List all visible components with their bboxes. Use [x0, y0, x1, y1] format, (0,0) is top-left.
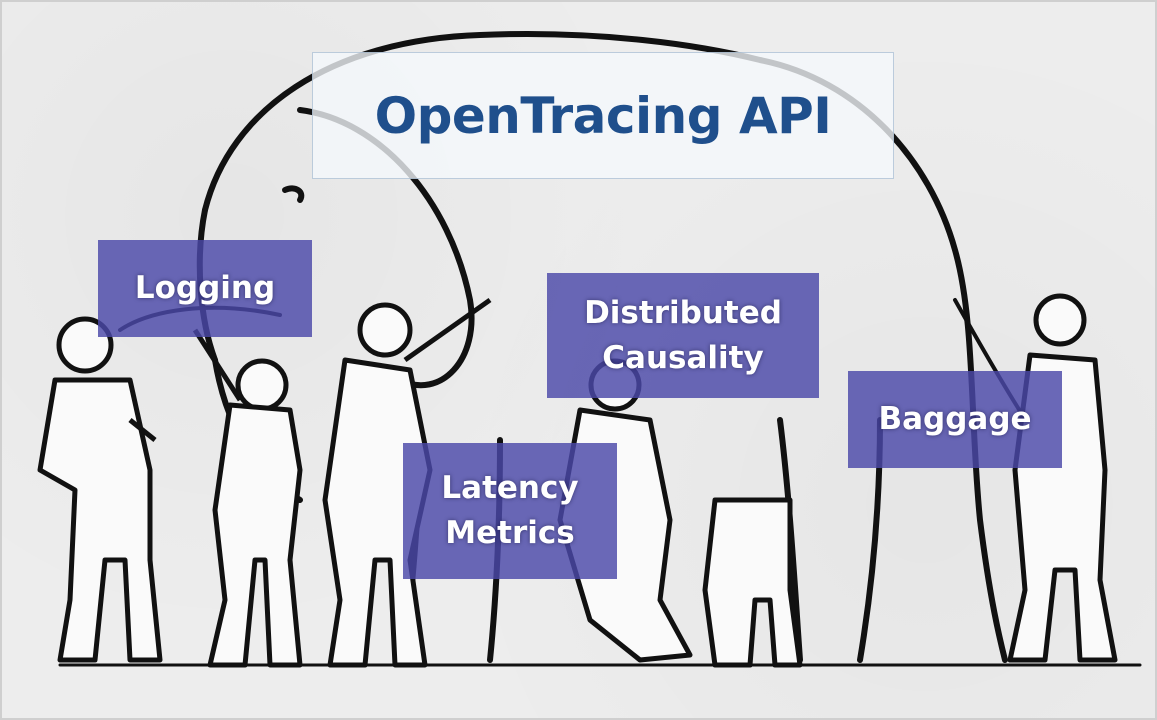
tag-baggage: Baggage: [848, 371, 1062, 468]
title-box: OpenTracing API: [312, 52, 894, 179]
slide-title: OpenTracing API: [374, 86, 832, 145]
tag-baggage-label: Baggage: [878, 401, 1032, 438]
tag-latency-metrics: Latency Metrics: [403, 443, 617, 579]
tag-latency-line1: Latency: [441, 470, 579, 507]
tag-causality-line1: Distributed: [584, 294, 782, 331]
tag-causality-line2: Causality: [602, 339, 764, 376]
tag-distributed-causality: Distributed Causality: [547, 273, 819, 398]
tag-logging-label: Logging: [134, 270, 276, 307]
tag-logging: Logging: [98, 240, 312, 337]
tag-latency-line2: Metrics: [445, 515, 575, 551]
